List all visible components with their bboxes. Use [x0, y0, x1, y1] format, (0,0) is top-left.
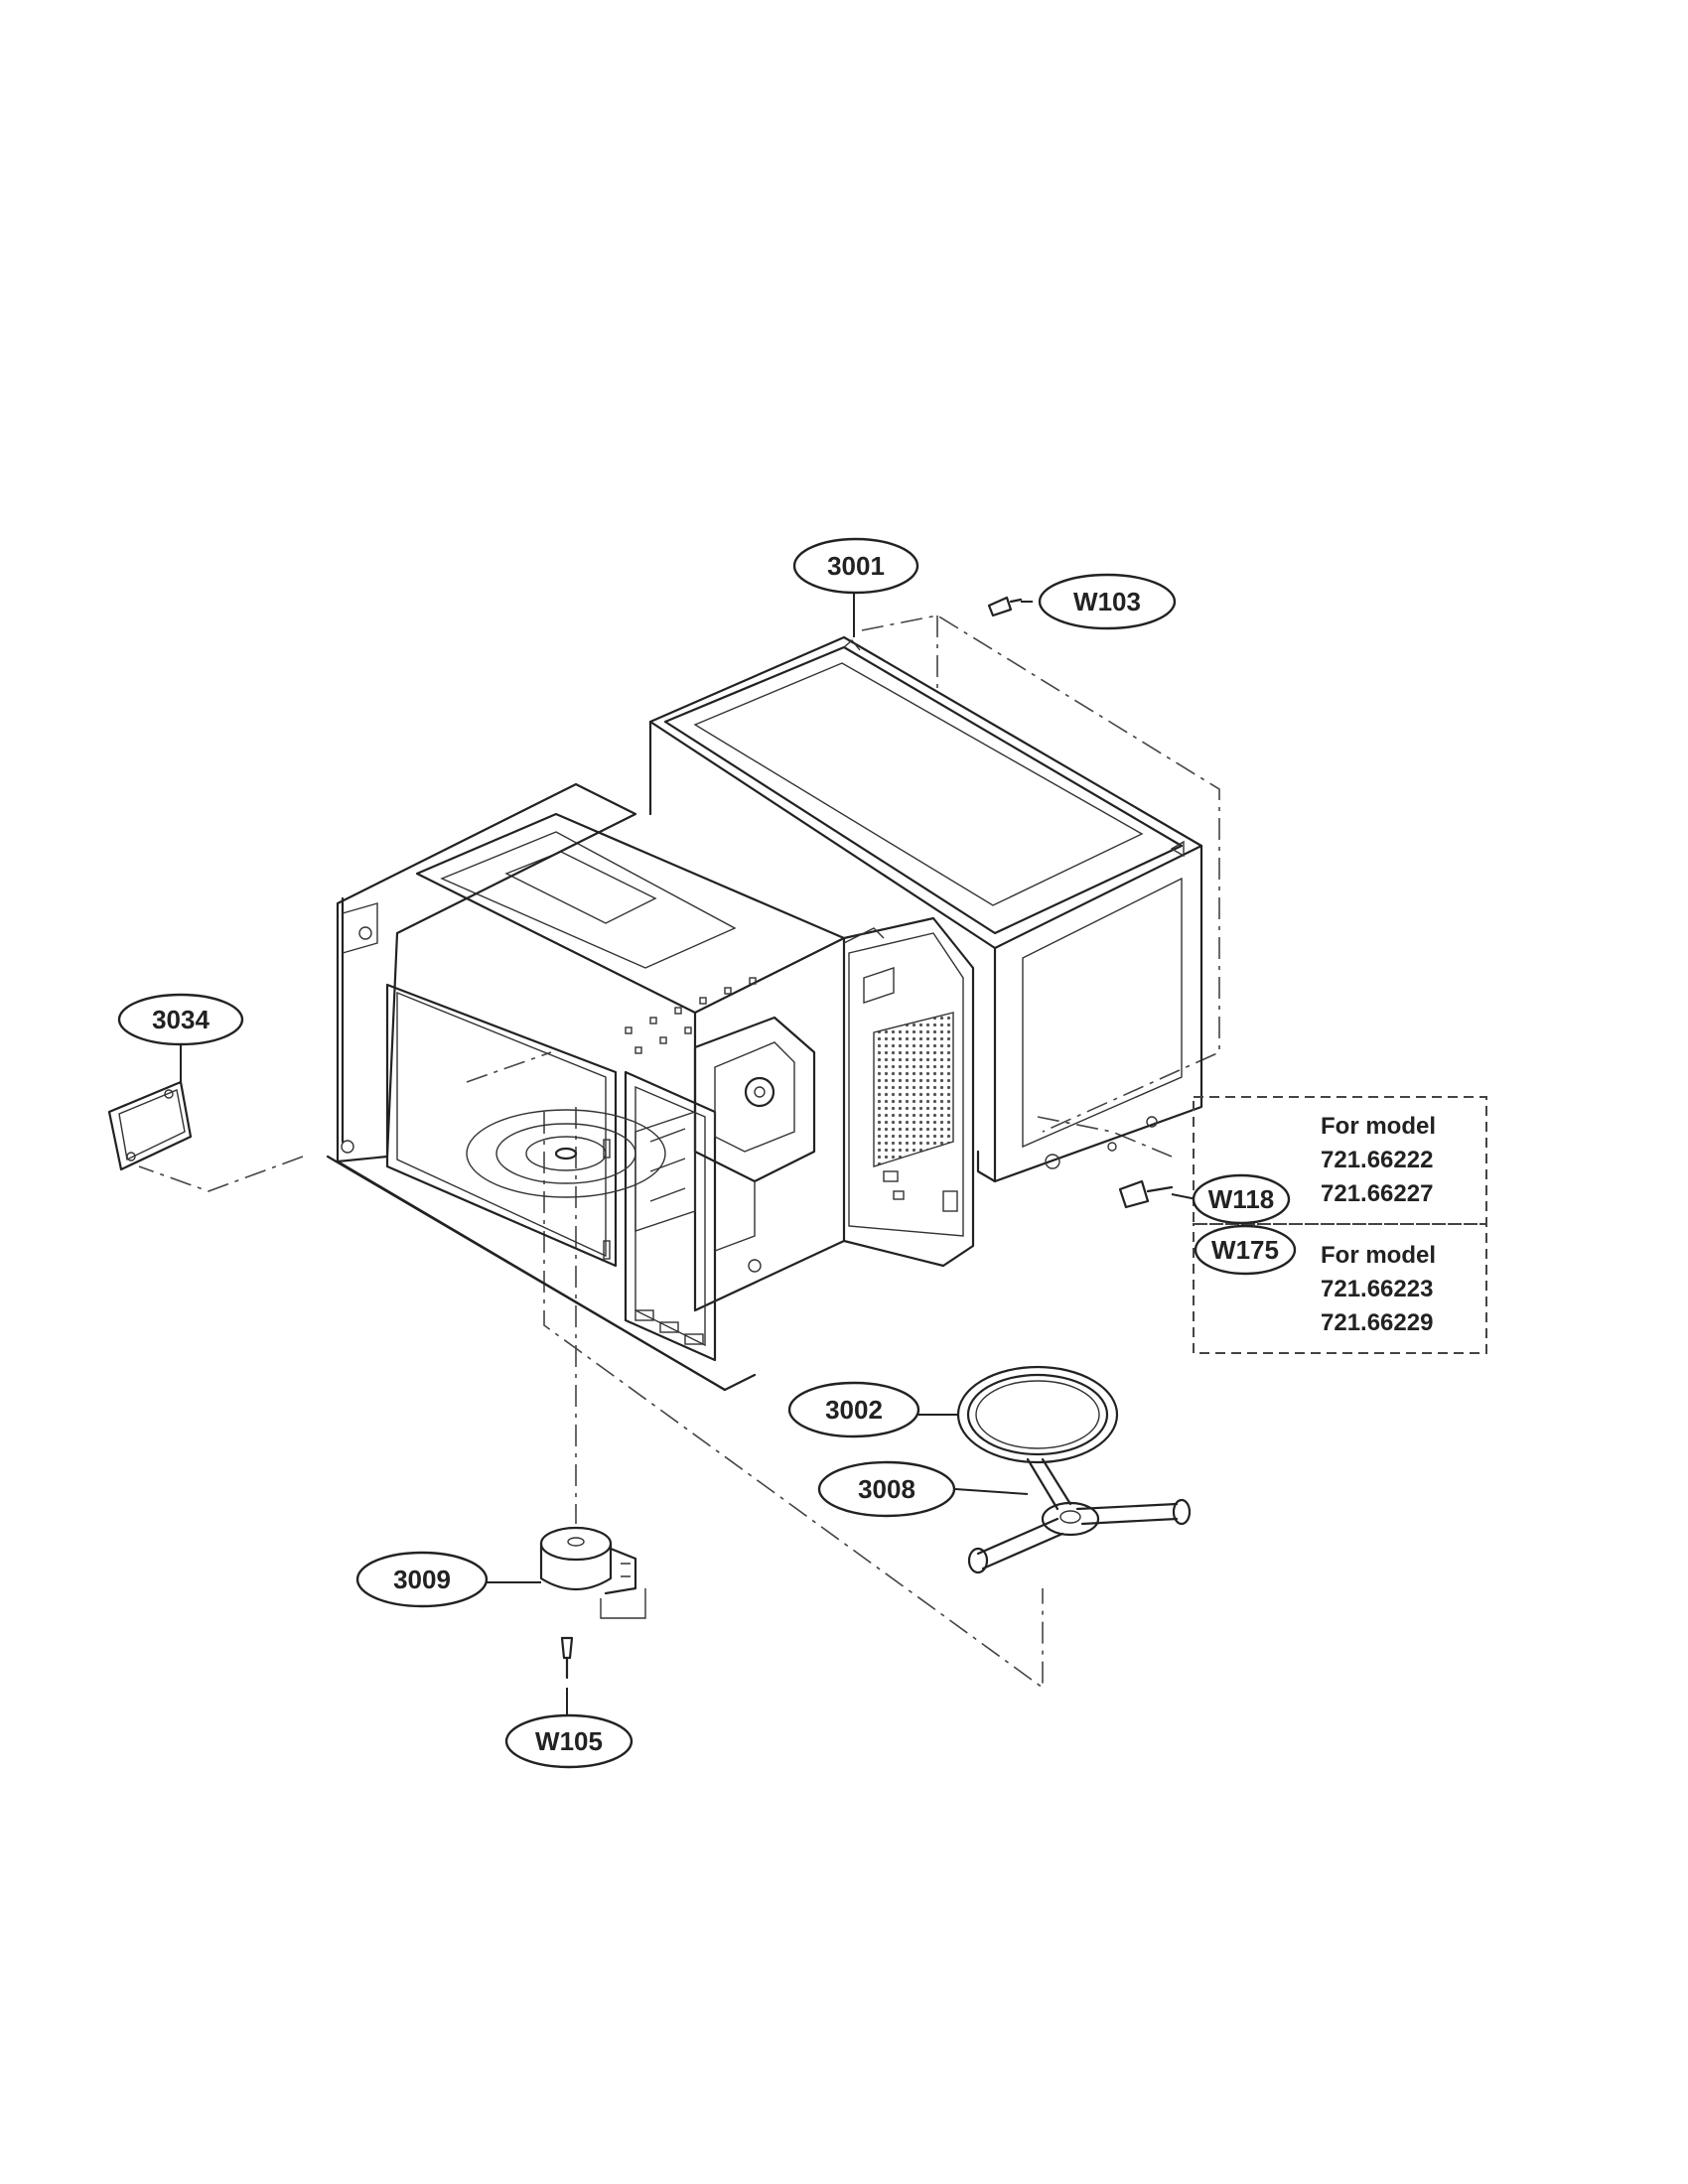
- model-note-box-2: For model 721.66223 721.66229: [1193, 1223, 1487, 1354]
- callout-3034: 3034: [117, 993, 244, 1046]
- callout-w175: W175: [1194, 1224, 1297, 1276]
- model-box-1-heading: For model: [1321, 1113, 1436, 1140]
- coupler-roller-stay-part: [967, 1457, 1192, 1574]
- callout-w118-label: W118: [1208, 1184, 1275, 1214]
- model-box-1-line-2: 721.66227: [1321, 1180, 1433, 1207]
- callout-3002-label: 3002: [825, 1395, 883, 1425]
- callout-w118: W118: [1192, 1173, 1291, 1225]
- model-box-2-line-2: 721.66229: [1321, 1309, 1433, 1336]
- callout-w105: W105: [504, 1713, 633, 1769]
- callout-3009-label: 3009: [393, 1565, 451, 1594]
- callout-3001: 3001: [792, 537, 919, 595]
- callout-w103: W103: [1038, 573, 1177, 630]
- leader-lines: [180, 592, 1197, 1715]
- screw-w105: [560, 1636, 574, 1680]
- oven-cavity-chassis: [326, 782, 975, 1392]
- callout-w105-label: W105: [535, 1726, 603, 1756]
- model-box-1-line-1: 721.66222: [1321, 1147, 1433, 1173]
- callout-3002: 3002: [787, 1381, 920, 1438]
- outer-cabinet: [648, 635, 1203, 1183]
- callout-3009: 3009: [355, 1551, 489, 1608]
- screw-w103: [987, 596, 1023, 617]
- model-note-box-1: For model 721.66222 721.66227: [1193, 1096, 1487, 1225]
- assembly-lines: [138, 614, 1220, 1690]
- turntable-motor-part: [539, 1526, 646, 1619]
- model-box-2-heading: For model: [1321, 1242, 1436, 1269]
- callout-3008-label: 3008: [858, 1474, 915, 1504]
- callout-3001-label: 3001: [827, 551, 885, 581]
- callout-w103-label: W103: [1073, 587, 1141, 616]
- screw-w118-w175: [1118, 1179, 1174, 1209]
- callout-w175-label: W175: [1211, 1235, 1279, 1265]
- roller-ring-part: [956, 1365, 1119, 1464]
- model-box-2-line-1: 721.66223: [1321, 1276, 1433, 1302]
- callout-3008: 3008: [817, 1460, 956, 1518]
- callout-3034-label: 3034: [152, 1005, 210, 1034]
- waveguide-cover-part: [107, 1080, 193, 1171]
